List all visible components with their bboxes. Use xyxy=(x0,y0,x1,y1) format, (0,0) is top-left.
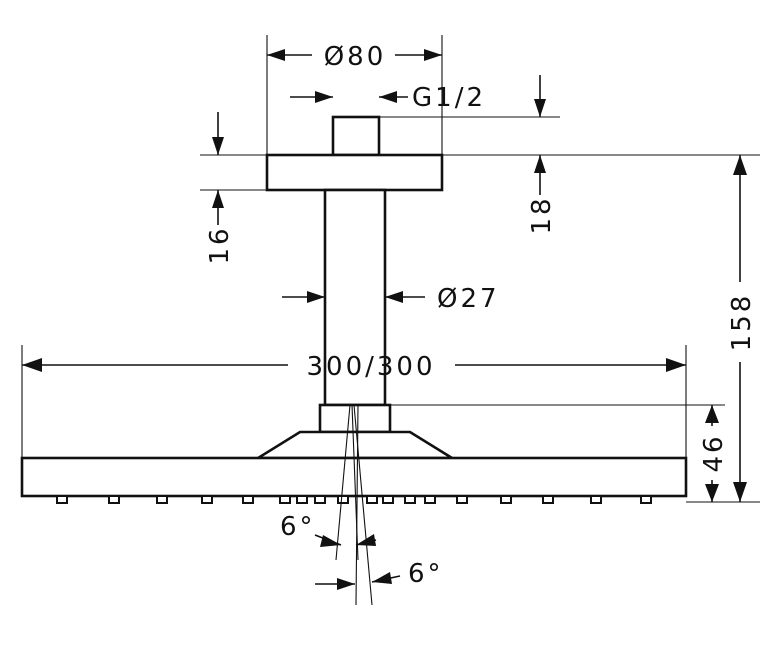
dimension-lines xyxy=(22,49,747,590)
total-height-label: 158 xyxy=(727,293,757,352)
head-cap xyxy=(253,430,457,460)
spray-angle-label-upper: 6° xyxy=(280,512,316,542)
nozzle xyxy=(590,495,602,504)
nozzle xyxy=(404,495,416,504)
ceiling-flange xyxy=(265,153,444,192)
nozzle xyxy=(382,495,394,504)
nozzle xyxy=(156,495,168,504)
head-height-label: 46 xyxy=(699,433,729,472)
nozzle xyxy=(201,495,213,504)
nozzle xyxy=(542,495,554,504)
shower-parts xyxy=(20,115,688,504)
spray-angle-label-lower: 6° xyxy=(408,559,444,589)
dimension-labels: Ø80 G1/2 16 18 Ø27 300/300 158 46 6° 6° xyxy=(205,42,757,589)
nozzle xyxy=(314,495,326,504)
nozzle xyxy=(56,495,68,504)
nozzle xyxy=(424,495,436,504)
spray-angle-lines xyxy=(335,404,373,606)
nozzle-row xyxy=(56,495,652,504)
flange-height-label: 16 xyxy=(205,225,235,264)
arm-diameter-label: Ø27 xyxy=(437,284,500,314)
nozzle xyxy=(108,495,120,504)
nozzle xyxy=(242,495,254,504)
nozzle xyxy=(366,495,378,504)
extension-lines xyxy=(21,35,760,503)
nozzle xyxy=(500,495,512,504)
nozzle xyxy=(337,495,349,504)
nozzle xyxy=(296,495,308,504)
thread-connector xyxy=(331,115,381,157)
flange-diameter-label: Ø80 xyxy=(324,42,387,72)
thread-label: G1/2 xyxy=(412,83,486,113)
nozzle xyxy=(640,495,652,504)
ceiling-offset-label: 18 xyxy=(527,195,557,234)
nozzle xyxy=(279,495,291,504)
head-size-label: 300/300 xyxy=(306,352,435,382)
nozzle xyxy=(456,495,468,504)
